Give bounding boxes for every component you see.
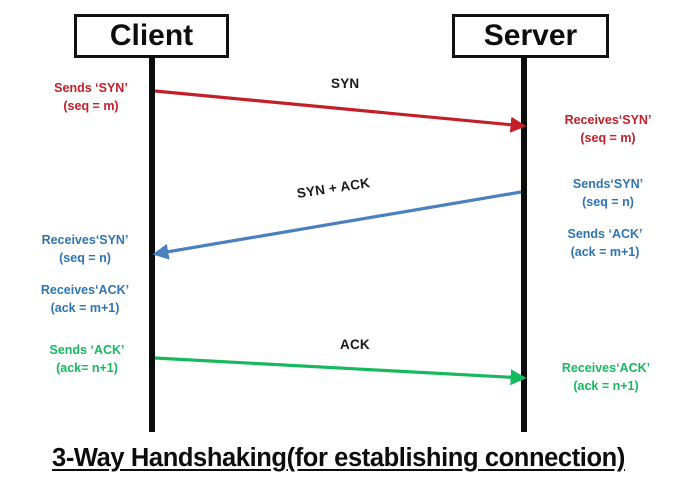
note-server-sends-ack: Sends ‘ACK’ (ack = m+1): [539, 226, 671, 262]
note-server-receives-ack: Receives‘ACK’ (ack = n+1): [541, 360, 671, 396]
note-line-1: Receives‘SYN’: [564, 113, 652, 127]
note-line-2: (seq = n): [582, 194, 634, 209]
note-client-receives-syn: Receives‘SYN’ (seq = n): [22, 232, 148, 268]
note-line-1: Receives‘ACK’: [561, 361, 651, 375]
note-server-sends-syn: Sends‘SYN’ (seq = n): [545, 176, 671, 212]
client-lifeline: [149, 57, 155, 432]
note-line-1: Sends ‘SYN’: [54, 81, 128, 95]
arrow-ack: [154, 356, 527, 386]
note-client-sends-ack: Sends ‘ACK’ (ack= n+1): [26, 342, 148, 378]
note-line-2: (ack = m+1): [50, 300, 120, 315]
note-line-1: Receives‘ACK’: [40, 283, 130, 297]
server-lifeline: [521, 57, 527, 432]
client-node-label: Client: [109, 19, 194, 52]
note-line-2: (seq = n): [59, 250, 111, 265]
arrow-label-ack: ACK: [340, 337, 370, 352]
note-line-2: (ack = m+1): [570, 244, 640, 259]
server-node-label: Server: [483, 19, 578, 52]
note-line-1: Sends ‘ACK’: [49, 343, 125, 357]
note-line-1: Sends‘SYN’: [572, 177, 644, 191]
note-line-2: (ack= n+1): [56, 360, 118, 375]
note-client-receives-ack: Receives‘ACK’ (ack = m+1): [22, 282, 148, 318]
note-line-2: (seq = m): [63, 98, 119, 113]
server-node-box: Server: [452, 14, 609, 58]
note-line-2: (ack = n+1): [573, 378, 639, 393]
arrow-syn: [154, 89, 527, 133]
client-node-box: Client: [74, 14, 229, 58]
note-line-2: (seq = m): [580, 130, 636, 145]
note-line-1: Receives‘SYN’: [41, 233, 129, 247]
note-line-1: Sends ‘ACK’: [567, 227, 643, 241]
note-client-sends-syn: Sends ‘SYN’ (seq = m): [32, 80, 150, 116]
diagram-caption: 3-Way Handshaking(for establishing conne…: [52, 444, 625, 472]
note-server-receives-syn: Receives‘SYN’ (seq = m): [545, 112, 671, 148]
arrow-syn-ack: [152, 190, 522, 260]
arrow-label-syn: SYN: [331, 76, 360, 91]
